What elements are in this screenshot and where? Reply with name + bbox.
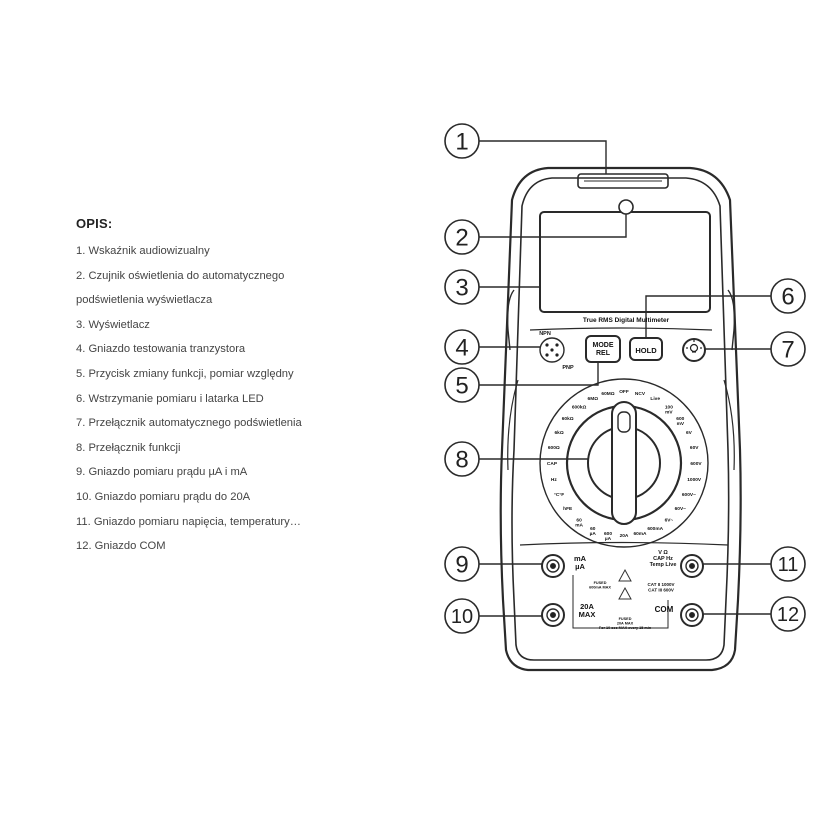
dial-position-label: 60MΩ: [601, 391, 614, 397]
description-item: podświetlenia wyświetlacza: [76, 294, 213, 307]
description-item: 11. Gniazdo pomiaru napięcia, temperatur…: [76, 515, 301, 528]
dial-position-label: 600mA: [647, 526, 663, 532]
com-label: COM: [655, 605, 674, 614]
dial-position-label: CAP: [547, 461, 558, 467]
dial-position-label: 600V: [690, 461, 702, 467]
description-item: 9. Gniazdo pomiaru prądu µA i mA: [76, 466, 248, 479]
dial-position-label: 600kΩ: [572, 405, 587, 411]
dial-position-label: 20A: [620, 533, 629, 539]
description-item: 5. Przycisk zmiany funkcji, pomiar wzglę…: [76, 367, 294, 380]
audiovisual-indicator: [577, 173, 669, 189]
dial-position-label: 60V: [690, 445, 699, 451]
description-item: 8. Przełącznik funkcji: [76, 441, 181, 454]
description-list: 1. Wskaźnik audiowizualny 2. Czujnik ośw…: [76, 239, 376, 559]
description-item: 3. Wyświetlacz: [76, 318, 150, 331]
callout-label: 6: [781, 284, 794, 311]
jack-com-shape: [680, 603, 704, 627]
callout-label: 3: [455, 275, 468, 302]
callout-label: 7: [781, 337, 794, 364]
meter-outer-body: [499, 166, 742, 672]
callout-label: 10: [451, 606, 473, 628]
description-item: 6. Wstrzymanie pomiaru i latarka LED: [76, 392, 264, 405]
jack-v-shape: [680, 554, 704, 578]
dial-position-label: hFE: [563, 506, 573, 512]
light-sensor: [618, 199, 634, 215]
transistor-socket-shape: [539, 337, 565, 363]
callout-label: 11: [778, 554, 799, 576]
dial-position-label: 6kΩ: [555, 430, 564, 436]
npn-label: NPN: [539, 331, 551, 337]
dial-position-label: °C°F: [554, 492, 564, 498]
meter-inner-body: [511, 177, 730, 661]
mode-rel-button-shape: [585, 335, 621, 363]
callout-label: 4: [455, 335, 468, 362]
description-item: 7. Przełącznik automatycznego podświetle…: [76, 417, 302, 430]
pnp-label: PNP: [562, 365, 574, 371]
description-title: OPIS:: [76, 216, 113, 231]
description-item: 2. Czujnik oświetlenia do automatycznego: [76, 269, 285, 282]
dial-outer-ring: [539, 378, 709, 548]
callout-label: 2: [455, 225, 468, 252]
description-item: 10. Gniazdo pomiaru prądu do 20A: [76, 490, 251, 503]
lcd-display: [539, 211, 711, 313]
dial-position-label: NCV: [635, 391, 646, 397]
model-label: True RMS Digital Multimeter: [583, 317, 670, 324]
description-item: 12. Gniazdo COM: [76, 540, 166, 553]
callout-label: 12: [777, 604, 799, 626]
description-item: 1. Wskaźnik audiowizualny: [76, 245, 210, 257]
dial-position-label: Hz: [551, 477, 557, 483]
callout-label: 1: [455, 129, 468, 156]
dial-position-label: 600V~: [682, 492, 696, 498]
dial-position-label: 6V~: [665, 517, 674, 523]
backlight-button-shape: [682, 338, 706, 362]
dial-position-label: OFF: [619, 389, 629, 395]
callout-label: 8: [455, 447, 468, 474]
dial-position-label: 60kΩ: [562, 416, 574, 422]
dial-position-label: 60mA: [633, 531, 647, 537]
description-panel: OPIS: 1. Wskaźnik audiowizualny 2. Czujn…: [76, 216, 376, 559]
callout-label: 9: [455, 552, 468, 579]
jack-ma-shape: [541, 554, 565, 578]
dial-position-label: 60V~: [675, 506, 687, 512]
dial-position-label: 6MΩ: [588, 396, 599, 402]
dial-position-label: 1000V: [687, 477, 702, 483]
dial-position-label: 6V: [686, 430, 693, 436]
callout-label: 5: [455, 373, 468, 400]
description-item: 4. Gniazdo testowania tranzystora: [76, 343, 246, 356]
hold-label: HOLD: [635, 346, 657, 355]
bulb-icon: [686, 340, 702, 353]
dial-position-label: Live: [650, 396, 660, 402]
dial-position-label: 600Ω: [548, 445, 560, 451]
jack-20a-shape: [541, 603, 565, 627]
